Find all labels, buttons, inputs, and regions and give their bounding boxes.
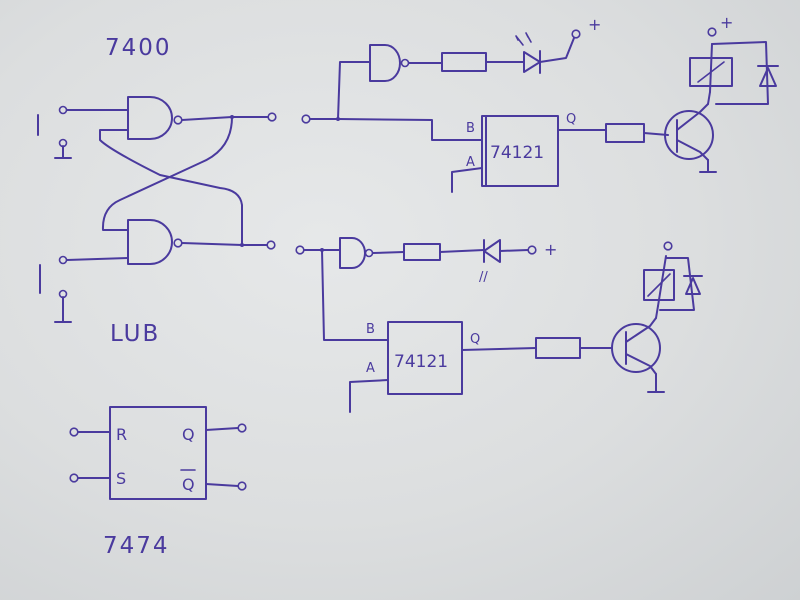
nand-gate-4-bubble xyxy=(364,248,374,258)
wire-lower-b xyxy=(303,249,389,341)
relay-coil-2-icon xyxy=(643,269,675,301)
wire-to-r3 xyxy=(372,251,405,254)
wire-upper-inv xyxy=(337,61,371,120)
chip-2-pin-q: Q xyxy=(470,332,480,347)
led-2-icon xyxy=(483,239,501,263)
relay-coil-1-icon xyxy=(689,57,733,87)
lower-branch: // + 74121 B A Q xyxy=(295,237,703,413)
transistor-1-icon xyxy=(664,110,714,160)
wire-relay-1-vcc xyxy=(709,43,713,93)
wire-relay-1-diode xyxy=(711,41,769,105)
lower-input-terminal xyxy=(295,245,305,255)
ground-top-icon xyxy=(54,145,72,159)
nand-gate-1 xyxy=(127,96,173,140)
label-7400: 7400 xyxy=(105,35,172,61)
wire-out1 xyxy=(181,116,269,121)
wire-ff-q xyxy=(205,427,239,431)
transistor-1-body xyxy=(676,103,709,161)
latch-output-2-terminal xyxy=(266,240,276,250)
wire-t2-relay xyxy=(655,305,659,319)
resistor-1 xyxy=(441,52,487,72)
vcc-2-label: + xyxy=(544,240,557,259)
wire-ff-qbar xyxy=(205,483,239,487)
vcc-3-label: + xyxy=(720,13,733,32)
nand-gate-4 xyxy=(339,237,366,269)
wire-chip2-q xyxy=(461,347,537,351)
resistor-3 xyxy=(403,243,441,261)
ff-qbar-label: Q xyxy=(182,475,195,494)
vcc-3-terminal xyxy=(707,27,717,37)
nand-gate-3-bubble xyxy=(400,58,410,68)
ff-q-label: Q xyxy=(182,425,195,444)
ground-bottom-icon xyxy=(54,296,72,323)
wire-to-transistor-1 xyxy=(643,132,669,136)
wire-chip1-a-ground xyxy=(451,167,483,193)
label-lub: LUB xyxy=(110,321,160,347)
ff-q-terminal xyxy=(237,423,247,433)
wire-led2-plus xyxy=(499,249,529,252)
transistor-2-body xyxy=(625,317,657,375)
resistor-4 xyxy=(535,337,581,359)
wire-feedback-2 xyxy=(99,129,243,246)
wire-t1-relay xyxy=(707,91,711,105)
relay-coil-2-slash xyxy=(647,273,671,297)
ground-transistor-1-icon xyxy=(699,159,717,173)
diode-1-icon xyxy=(757,65,779,87)
chip-1-pin-a: A xyxy=(466,155,475,170)
vcc-4-terminal xyxy=(663,241,673,251)
chip-2-pin-a: A xyxy=(366,361,375,376)
chip-74121-1 xyxy=(481,115,559,187)
wire-feedback-1 xyxy=(101,116,233,231)
wire-out2 xyxy=(181,242,268,246)
nand-gate-2 xyxy=(127,219,173,265)
ff-r-terminal xyxy=(69,427,79,437)
led-1-icon xyxy=(523,50,541,74)
transistor-2-icon xyxy=(611,323,661,373)
latch-output-1-terminal xyxy=(267,112,277,122)
flipflop-block: R S Q Q 7474 xyxy=(69,406,247,559)
diode-2-icon xyxy=(683,275,703,295)
chip-2-label: 74121 xyxy=(394,352,448,372)
wire-to-led2 xyxy=(439,249,485,253)
vcc-1-label: + xyxy=(588,15,601,34)
junction-1 xyxy=(230,115,234,119)
upper-branch: + 74121 B A Q + xyxy=(301,13,779,193)
resistor-2 xyxy=(605,123,645,143)
chip-2-pin-b: B xyxy=(366,322,375,337)
sr-latch: 7400 LUB xyxy=(37,35,277,347)
chip-1-pin-q: Q xyxy=(566,112,576,127)
nand-gate-3 xyxy=(369,44,401,82)
chip-1-label: 74121 xyxy=(490,143,544,163)
junction-2 xyxy=(240,243,244,247)
wire-led1-plus xyxy=(539,37,575,63)
ff-qbar-terminal xyxy=(237,481,247,491)
ground-transistor-2-icon xyxy=(647,373,665,393)
nand-gate-1-bubble xyxy=(173,115,183,125)
led-2-mark: // xyxy=(479,270,488,285)
chip-1-pin-b: B xyxy=(466,121,475,136)
label-7474: 7474 xyxy=(103,533,170,559)
latch-input-bottom-terminal xyxy=(58,255,68,265)
vcc-1-terminal xyxy=(571,29,581,39)
ff-r-label: R xyxy=(116,425,127,444)
flipflop-7474-box xyxy=(109,406,207,500)
wire-in2 xyxy=(66,257,129,261)
chip-74121-2 xyxy=(387,321,463,395)
wire-chip2-a-ground xyxy=(349,379,389,413)
vcc-2-terminal xyxy=(527,245,537,255)
latch-input-top-terminal xyxy=(58,105,68,115)
ff-s-label: S xyxy=(116,469,126,488)
upper-input-terminal xyxy=(301,114,311,124)
wire-upper-b xyxy=(309,118,483,141)
relay-coil-1-slash xyxy=(697,61,725,83)
ff-s-terminal xyxy=(69,473,79,483)
nand-gate-2-bubble xyxy=(173,238,183,248)
led-1-rays xyxy=(515,32,532,46)
